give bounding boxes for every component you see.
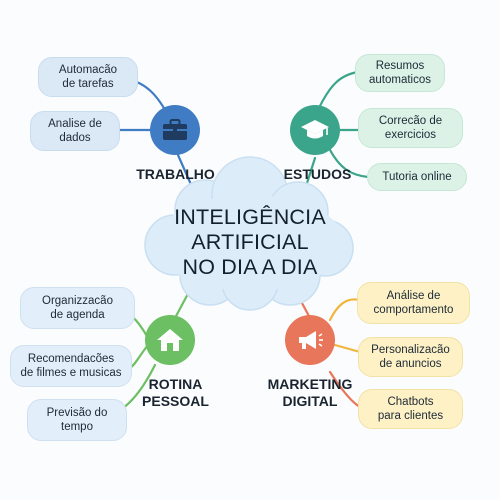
rotina-item-3: Previsão do tempo [27, 399, 127, 441]
rotina-node [145, 315, 195, 365]
trabalho-label: TRABALHO [136, 166, 215, 182]
estudos-item-1: Resumos automaticos [355, 54, 445, 92]
marketing-item-2: Personalizacão de anuncios [358, 337, 463, 377]
central-topic: INTELIGÊNCIA ARTIFICIAL NO DIA A DIA [174, 205, 326, 279]
estudos-item-2: Correcão de exercicios [358, 108, 463, 148]
rotina-label: ROTINA PESSOAL [142, 376, 209, 409]
marketing-node [285, 315, 335, 365]
trabalho-item-1: Automacão de tarefas [38, 57, 138, 97]
estudos-item-3: Tutoria online [367, 163, 467, 191]
house-icon [157, 329, 183, 351]
graduation-cap-icon [301, 120, 329, 139]
trabalho-item-2: Analise de dados [30, 111, 120, 151]
rotina-item-2: Recomendacões de filmes e musicas [10, 345, 132, 387]
marketing-item-3: Chatbots para clientes [358, 389, 463, 429]
megaphone-icon [299, 331, 323, 349]
marketing-label: MARKETING DIGITAL [267, 376, 353, 409]
rotina-item-1: Organizzacão de agenda [20, 287, 135, 329]
briefcase-icon [163, 119, 187, 140]
trabalho-node [150, 105, 200, 155]
estudos-node [290, 105, 340, 155]
marketing-item-1: Análise de comportamento [357, 282, 470, 324]
estudos-label: ESTUDOS [283, 166, 352, 182]
